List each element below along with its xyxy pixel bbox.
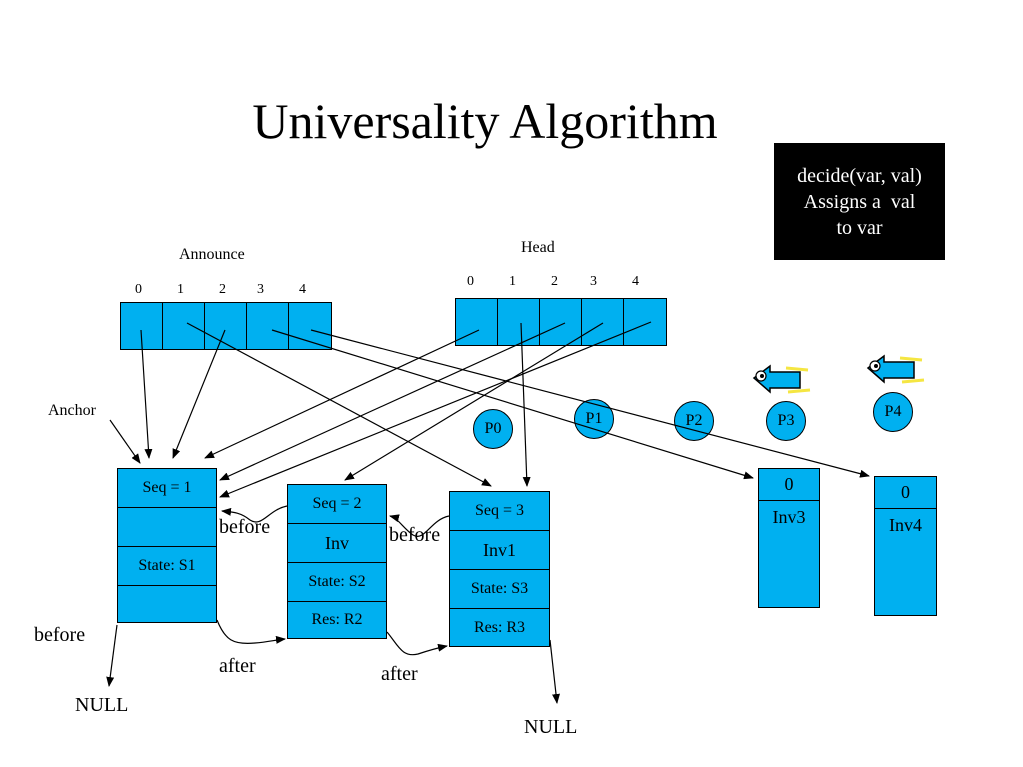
list-node-seq-3: Seq = 3 Inv1 State: S3 Res: R3 [449, 491, 550, 647]
announce-node-inv3: 0 Inv3 [758, 468, 820, 608]
node-3-inv: Inv1 [450, 531, 549, 570]
before-link-node2 [221, 505, 288, 523]
list-node-seq-1: Seq = 1 State: S1 [117, 468, 217, 623]
announce-index-1: 1 [177, 282, 184, 297]
head-array [455, 298, 667, 346]
node-1-state: State: S1 [118, 547, 216, 586]
node-2-seq: Seq = 2 [288, 485, 386, 524]
decide-line-2: Assigns a val [803, 191, 916, 213]
announce-index-0: 0 [135, 282, 142, 297]
node-1-inv [118, 508, 216, 547]
announce-label: Announce [179, 246, 245, 263]
null-label-right: NULL [524, 716, 578, 738]
announce-3-arrow [271, 329, 754, 480]
announce-cell-0 [121, 303, 163, 349]
head-1-arrow [520, 322, 531, 487]
announce-node-inv4: 0 Inv4 [874, 476, 937, 616]
process-p4: P4 [873, 392, 913, 432]
slide-title: Universality Algorithm [252, 93, 718, 149]
inv4-inv: Inv4 [889, 514, 922, 535]
inv4-seq: 0 [875, 477, 936, 509]
after-link-node2 [386, 631, 448, 656]
node-1-seq: Seq = 1 [118, 469, 216, 508]
after-label-node2: after [381, 663, 418, 685]
inv3-inv: Inv3 [772, 506, 806, 527]
decide-line-3: to var [836, 217, 883, 239]
null-label-left: NULL [75, 694, 129, 716]
announce-4-arrow [310, 329, 870, 478]
node-3-seq: Seq = 3 [450, 492, 549, 531]
head-3-arrow [344, 322, 604, 481]
after-link-node1 [216, 619, 286, 645]
process-p0: P0 [473, 409, 513, 449]
announce-index-3: 3 [257, 282, 264, 297]
after-label-node1: after [219, 655, 256, 677]
announce-cell-2 [205, 303, 247, 349]
head-2-arrow [219, 322, 566, 481]
node-3-state: State: S3 [450, 570, 549, 609]
announce-index-2: 2 [219, 282, 226, 297]
node-2-inv: Inv [288, 524, 386, 563]
announce-cell-1 [163, 303, 205, 349]
announce-index-4: 4 [299, 282, 306, 297]
head-cell-0 [456, 299, 498, 345]
inv3-seq: 0 [759, 469, 819, 501]
head-0-arrow [204, 329, 480, 459]
announce-cell-3 [247, 303, 289, 349]
before-link-node3 [389, 514, 450, 537]
before-link-node1 [106, 624, 118, 687]
announce-2-arrow [172, 329, 226, 459]
decide-line-1: decide(var, val) [797, 165, 922, 187]
process-p2: P2 [674, 401, 714, 441]
before-label-node1: before [34, 624, 86, 646]
announce-array [120, 302, 332, 350]
head-index-0: 0 [467, 274, 474, 289]
head-cell-1 [498, 299, 540, 345]
head-index-3: 3 [590, 274, 597, 289]
node-2-state: State: S2 [288, 563, 386, 602]
before-label-node3: before [389, 524, 441, 546]
head-4-arrow [219, 321, 652, 498]
head-index-1: 1 [509, 274, 516, 289]
announce-1-arrow [186, 322, 492, 487]
head-cell-3 [582, 299, 624, 345]
head-cell-2 [540, 299, 582, 345]
decide-note-box: decide(var, val) Assigns a val to var [774, 143, 945, 260]
pointing-hand-icon [866, 354, 925, 384]
anchor-label: Anchor [48, 402, 96, 419]
node-3-res: Res: R3 [473, 618, 526, 636]
process-p3: P3 [766, 401, 806, 441]
head-label: Head [521, 239, 555, 256]
node-2-res: Res: R2 [311, 611, 363, 628]
head-index-2: 2 [551, 274, 558, 289]
pointing-hand-icon [752, 364, 811, 394]
head-index-4: 4 [632, 274, 639, 289]
anchor-arrow [109, 419, 141, 464]
list-node-seq-2: Seq = 2 Inv State: S2 Res: R2 [287, 484, 387, 639]
next-link-node3 [549, 639, 560, 704]
process-p1: P1 [574, 399, 614, 439]
announce-0-arrow [140, 329, 153, 459]
